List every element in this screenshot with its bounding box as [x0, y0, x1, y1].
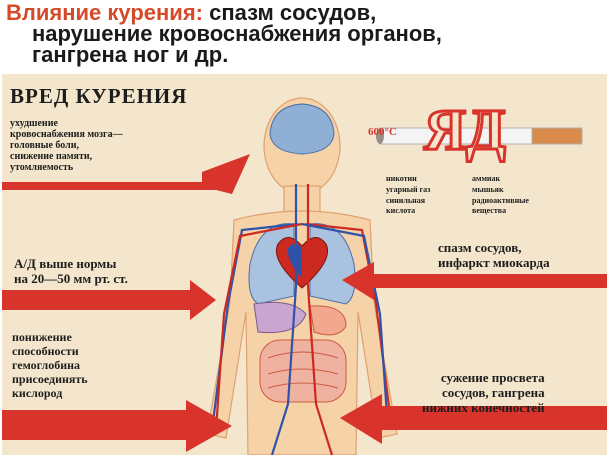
- arrow-legs: [340, 394, 607, 444]
- toxin-substances: вещества: [472, 206, 507, 215]
- header-accent: Влияние курения:: [6, 0, 203, 25]
- anatomy-illustration: [2, 97, 607, 455]
- brain-icon: [269, 103, 335, 155]
- toxin-arsenic: мышьяк: [472, 185, 504, 194]
- pressure-effect-text: А/Д выше нормы на 20—50 мм рт. ст.: [14, 256, 128, 286]
- arrow-brain: [2, 154, 250, 194]
- legs-effect-text: сужение просвета сосудов, гангрена нижни…: [422, 370, 545, 415]
- header-line-3: гангрена ног и др.: [32, 42, 229, 67]
- heart-blue-part: [287, 244, 302, 278]
- toxin-hydrocyanic: синильная: [386, 196, 426, 205]
- toxin-radioactive: радиоактивные: [472, 196, 529, 205]
- header-line-1-rest: спазм сосудов,: [203, 0, 377, 25]
- toxin-carbon-monoxide: угарный газ: [386, 185, 431, 194]
- hemoglobin-effect-text: понижение способности гемоглобина присое…: [12, 330, 88, 400]
- poison-word: ЯД: [423, 97, 508, 162]
- smoking-harm-poster: ВРЕД КУРЕНИЯ ухудшение кровоснабжения мо…: [2, 74, 607, 455]
- stomach-icon: [309, 305, 347, 336]
- heart-effect-text: спазм сосудов, инфаркт миокарда: [438, 240, 550, 270]
- arrows: [2, 154, 607, 452]
- cigarette-icon: [376, 127, 583, 145]
- toxin-ammonia: аммиак: [472, 174, 501, 183]
- toxin-acid: кислота: [386, 206, 416, 215]
- header-line-1: Влияние курения: спазм сосудов,: [6, 0, 606, 25]
- arrow-heart: [342, 262, 607, 300]
- temperature-label: 600°С: [368, 126, 397, 138]
- header-line-2: нарушение кровоснабжения органов,: [32, 21, 442, 46]
- arrow-pressure: [2, 280, 216, 320]
- poster-title: ВРЕД КУРЕНИЯ: [10, 84, 188, 108]
- slide-header: Влияние курения: спазм сосудов, нарушени…: [6, 0, 606, 67]
- arrow-hemoglobin: [2, 400, 232, 452]
- intestines-icon: [259, 339, 347, 403]
- toxin-nicotine: никотин: [386, 174, 417, 183]
- brain-effect-text: ухудшение кровоснабжения мозга— головные…: [10, 118, 123, 173]
